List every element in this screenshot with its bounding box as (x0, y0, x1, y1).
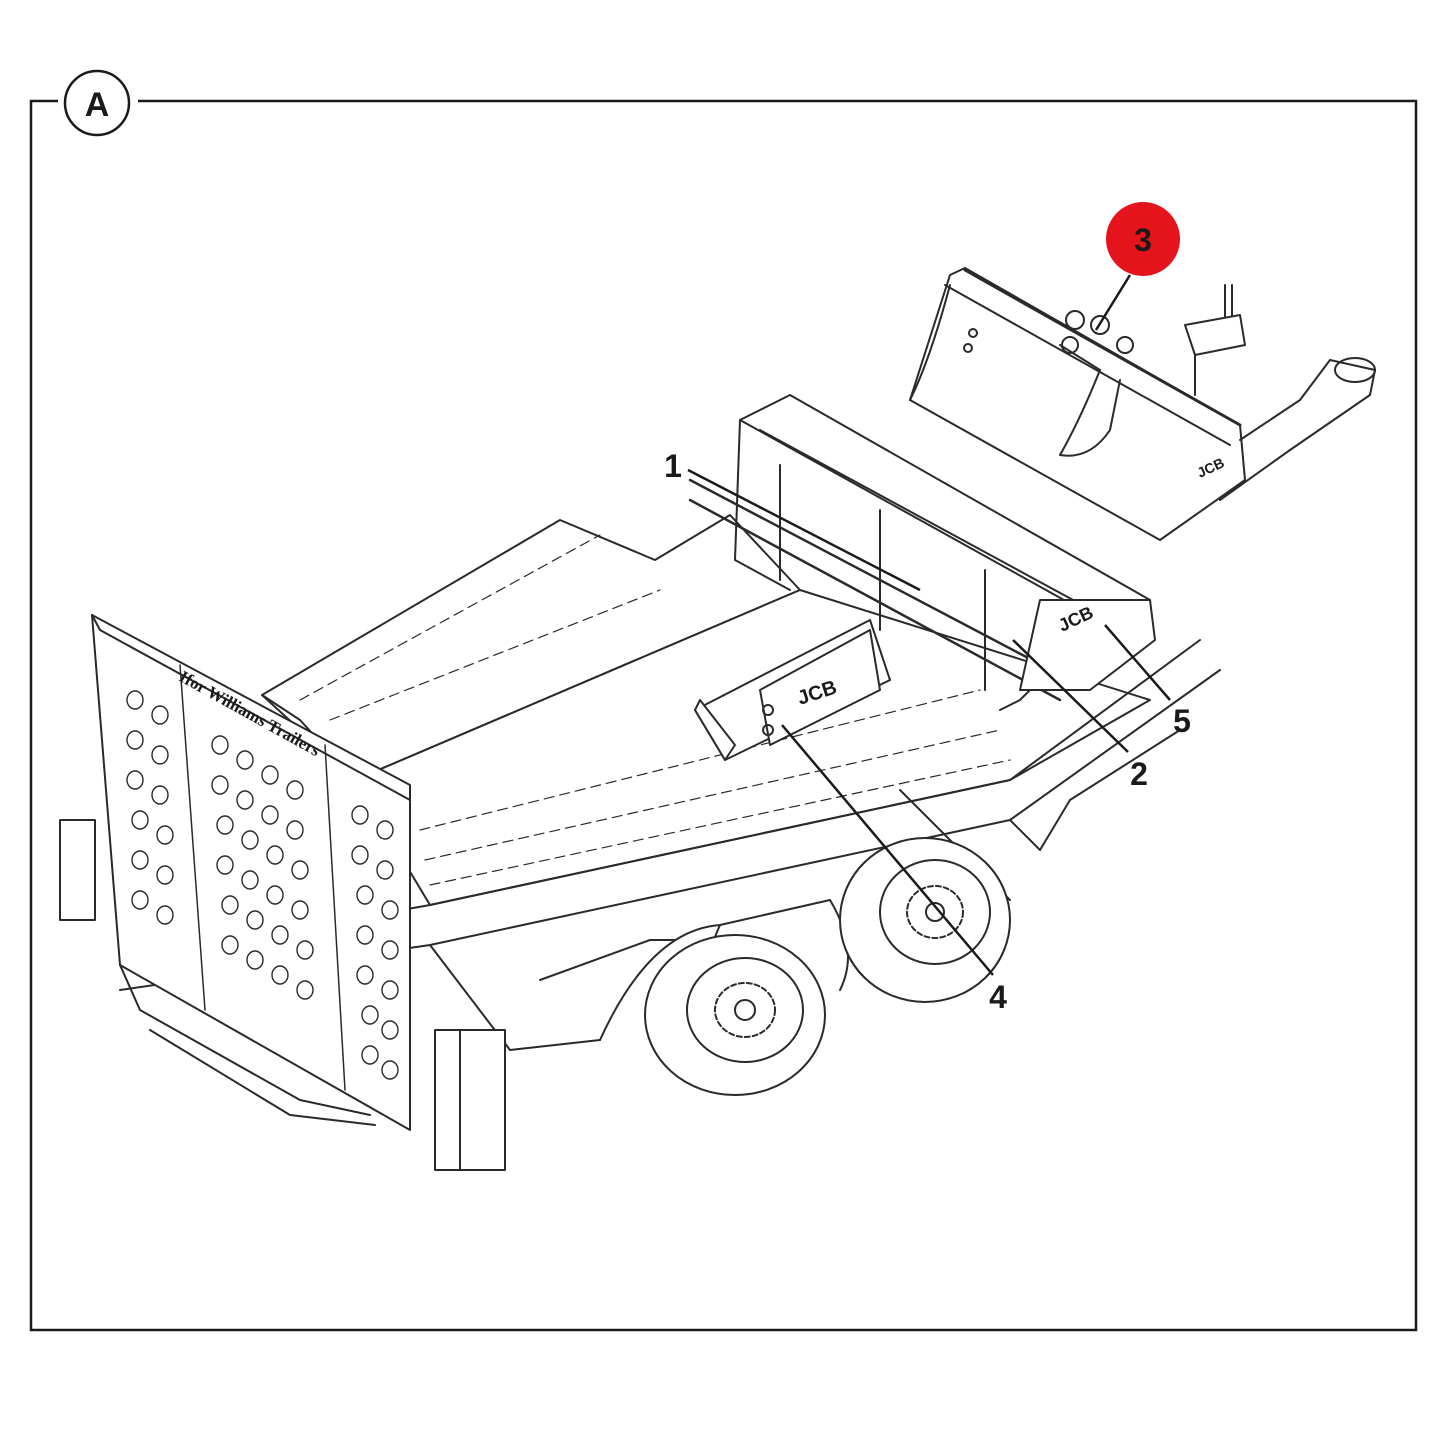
callout-5: 5 (1173, 703, 1191, 739)
drawbar-and-jockey (1184, 284, 1376, 501)
hydraulic-breaker: JCB (694, 619, 891, 761)
diagram-frame (29, 99, 1418, 1332)
trailer-drawing: Ifor Williams Trailers JCB (59, 267, 1376, 1171)
callout-3: 3 (1134, 222, 1152, 258)
leader-2 (1012, 639, 1129, 753)
leader-5 (1104, 624, 1171, 701)
rear-bumper (59, 819, 506, 1171)
ramp-holes (126, 690, 399, 1080)
callout-1: 1 (664, 448, 682, 484)
callout-4: 4 (989, 979, 1007, 1015)
digging-bucket: JCB (909, 267, 1246, 541)
callout-leaders (687, 274, 1171, 976)
wheel-rear (644, 934, 826, 1096)
leader-1 (687, 468, 921, 592)
view-label-badge: A (58, 69, 138, 137)
leader-3 (1094, 274, 1132, 331)
callout-2: 2 (1130, 756, 1148, 792)
wheel-front (839, 837, 1011, 1003)
callout-3-highlight (1106, 202, 1180, 276)
view-label: A (85, 86, 110, 124)
leader-4 (781, 724, 994, 976)
callout-labels: 1 2 3 4 5 (664, 222, 1191, 1015)
attachment-frame: JCB (688, 394, 1156, 711)
